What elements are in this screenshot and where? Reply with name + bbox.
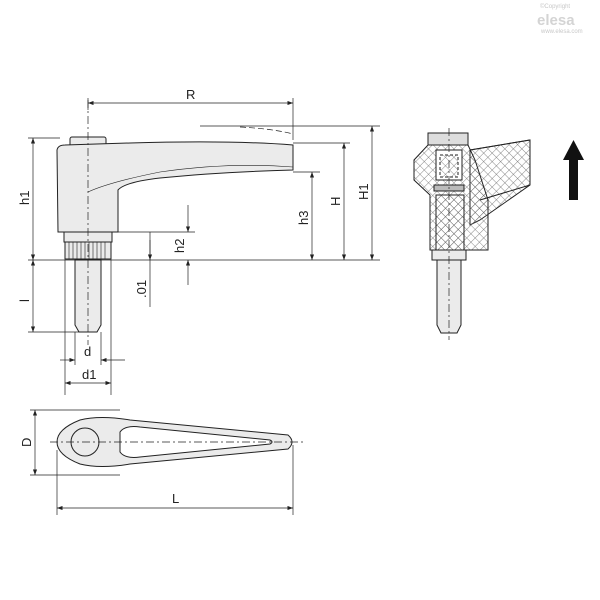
dim-H: H <box>328 197 343 206</box>
logo-copyright: ©Copyright <box>540 3 570 10</box>
dim-offset: .01 <box>134 280 149 298</box>
lever-section-view <box>413 132 531 334</box>
dim-R: R <box>186 87 195 102</box>
direction-arrow-icon <box>563 140 584 200</box>
dim-L: L <box>172 491 179 506</box>
dim-D: D <box>19 438 34 447</box>
dim-h3: h3 <box>296 211 311 225</box>
dimension-lines <box>30 100 375 386</box>
logo-url: www.elesa.com <box>540 29 583 35</box>
dim-l: l <box>17 299 32 302</box>
dim-H1: H1 <box>356 183 371 200</box>
dim-d: d <box>84 344 91 359</box>
lever-side-view <box>56 136 294 333</box>
dim-h1: h1 <box>17 191 32 205</box>
top-view-dimension-lines <box>30 409 294 515</box>
dim-h2: h2 <box>172 239 187 253</box>
elesa-logo: ©Copyright elesa www.elesa.com <box>537 3 583 35</box>
logo-brand: elesa <box>537 12 575 29</box>
dim-d1: d1 <box>82 367 96 382</box>
